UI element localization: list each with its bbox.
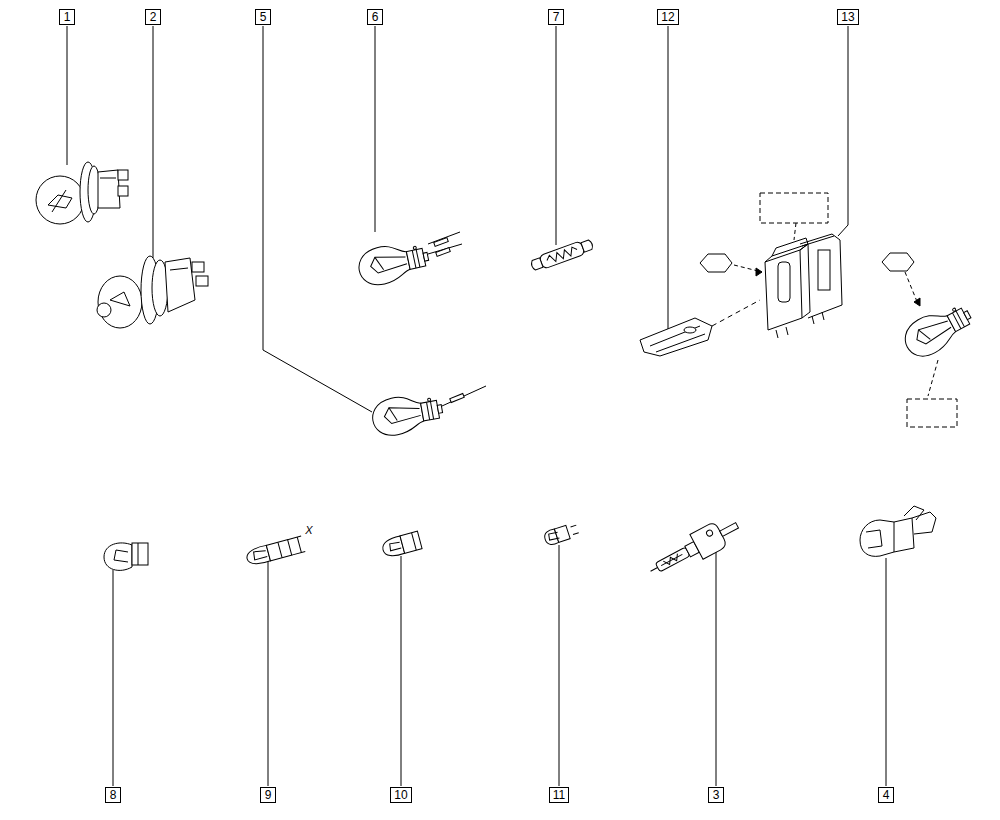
callout-number: 7 xyxy=(548,9,564,25)
callout-number: 4 xyxy=(878,787,894,803)
callout-number: 2 xyxy=(145,9,161,25)
callout-number: 3 xyxy=(708,787,724,803)
dimension-label: X xyxy=(304,523,313,537)
leader-lines xyxy=(67,26,886,786)
callout-number: 1 xyxy=(59,9,75,25)
callout-number: 6 xyxy=(367,9,383,25)
callout-number: 9 xyxy=(260,787,276,803)
callout-number: 11 xyxy=(549,787,569,803)
callout-number: 5 xyxy=(255,9,271,25)
callout-number: 8 xyxy=(105,787,121,803)
callout-number: 12 xyxy=(657,9,678,25)
callout-number: 13 xyxy=(837,9,858,25)
callout-number: 10 xyxy=(390,787,411,803)
